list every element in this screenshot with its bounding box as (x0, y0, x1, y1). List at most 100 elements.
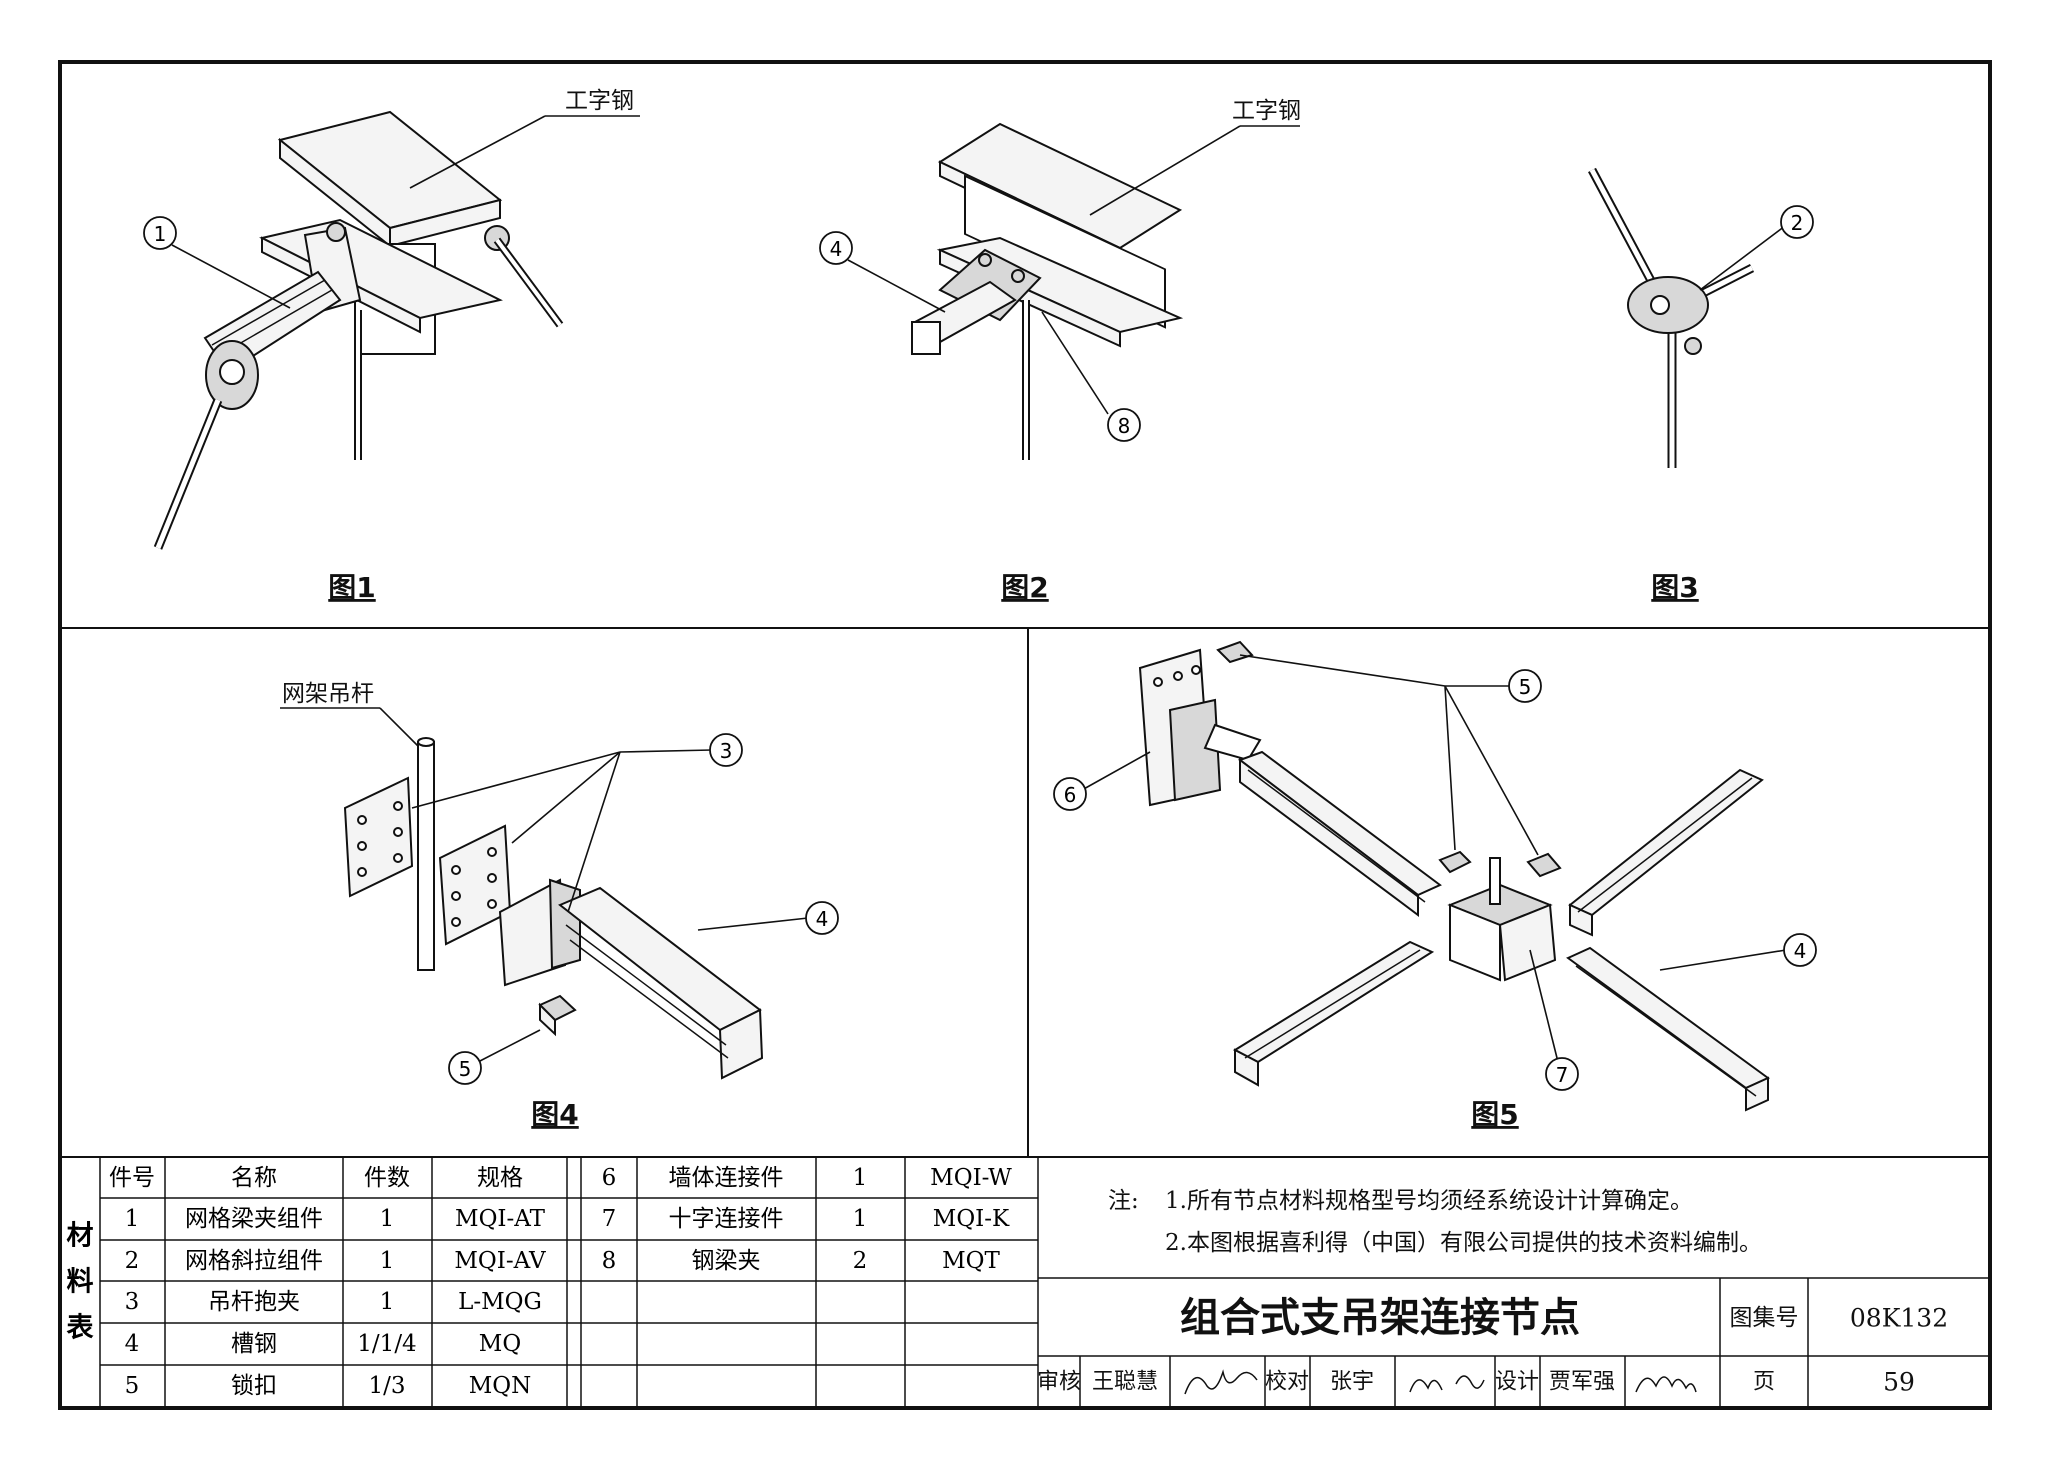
figure-3: 2 图3 (1588, 167, 1814, 604)
svg-text:墙体连接件: 墙体连接件 (669, 1165, 784, 1191)
svg-text:槽钢: 槽钢 (231, 1331, 277, 1357)
designer-name: 贾军强 (1549, 1370, 1615, 1395)
fig2-beam-label: 工字钢 (1232, 98, 1301, 124)
header-spec: 规格 (477, 1165, 523, 1191)
callout-2: 2 (1780, 205, 1814, 239)
reviewer-name: 王聪慧 (1092, 1370, 1158, 1395)
header-name: 名称 (231, 1165, 277, 1191)
table-row: 4 槽钢 1/1/4 MQ (125, 1331, 522, 1357)
svg-text:十字连接件: 十字连接件 (669, 1206, 784, 1232)
side-title-2: 料 (67, 1267, 94, 1298)
notes-prefix: 注: (1108, 1188, 1139, 1214)
checker-name: 张宇 (1330, 1370, 1374, 1395)
table-row: 1 网格梁夹组件 1 MQI-AT (125, 1206, 546, 1232)
table-row: 7 十字连接件 1 MQI-K (602, 1206, 1010, 1232)
svg-text:MQI-AT: MQI-AT (455, 1206, 546, 1232)
svg-text:5: 5 (459, 1057, 472, 1081)
drawing-title: 组合式支吊架连接节点 (1180, 1295, 1580, 1341)
figure-1: 工字钢 1 图1 (143, 88, 640, 604)
callout-4c: 4 (1783, 933, 1817, 967)
svg-text:1: 1 (380, 1289, 395, 1315)
svg-text:1: 1 (853, 1206, 868, 1232)
svg-text:1/1/4: 1/1/4 (357, 1331, 416, 1357)
svg-text:MQI-AV: MQI-AV (454, 1248, 546, 1274)
page-number: 59 (1883, 1368, 1915, 1397)
figure-4: 网架吊杆 3 4 5 图4 (280, 681, 839, 1131)
header-qty: 件数 (364, 1165, 410, 1191)
svg-text:2: 2 (125, 1248, 140, 1274)
svg-text:网格梁夹组件: 网格梁夹组件 (185, 1206, 323, 1232)
svg-text:2: 2 (1791, 211, 1804, 235)
fig1-label: 图1 (328, 571, 375, 604)
fig3-label: 图3 (1651, 571, 1698, 604)
svg-text:锁扣: 锁扣 (231, 1373, 277, 1399)
svg-text:5: 5 (125, 1373, 140, 1399)
callout-5: 5 (448, 1051, 482, 1085)
svg-text:MQI-W: MQI-W (930, 1165, 1012, 1191)
svg-text:7: 7 (602, 1206, 617, 1232)
svg-text:4: 4 (1794, 939, 1807, 963)
svg-text:7: 7 (1556, 1063, 1569, 1087)
svg-text:MQN: MQN (469, 1373, 532, 1399)
svg-text:5: 5 (1519, 675, 1532, 699)
svg-text:钢梁夹: 钢梁夹 (692, 1248, 761, 1274)
callout-6: 6 (1053, 777, 1087, 811)
callout-5b: 5 (1508, 669, 1542, 703)
svg-text:4: 4 (125, 1331, 140, 1357)
svg-text:1/3: 1/3 (368, 1373, 405, 1399)
table-row: 6 墙体连接件 1 MQI-W (602, 1165, 1012, 1191)
designer-signature (1635, 1376, 1697, 1393)
callout-4: 4 (819, 231, 853, 265)
check-label: 校对 (1265, 1370, 1309, 1395)
svg-text:4: 4 (816, 907, 829, 931)
fig4-label: 图4 (531, 1098, 578, 1131)
svg-text:3: 3 (720, 739, 733, 763)
reviewer-signature (1184, 1369, 1258, 1395)
svg-text:网格斜拉组件: 网格斜拉组件 (185, 1248, 323, 1274)
checker-signature (1409, 1375, 1485, 1393)
svg-text:6: 6 (602, 1165, 617, 1191)
svg-text:6: 6 (1064, 783, 1077, 807)
table-row: 3 吊杆抱夹 1 L-MQG (125, 1289, 542, 1315)
callout-4b: 4 (805, 901, 839, 935)
svg-text:1: 1 (380, 1206, 395, 1232)
fig4-rod-label: 网架吊杆 (282, 681, 374, 707)
note-1: 1.所有节点材料规格型号均须经系统设计计算确定。 (1165, 1188, 1693, 1214)
figure-2: 工字钢 4 8 图2 (819, 98, 1301, 604)
svg-text:L-MQG: L-MQG (458, 1289, 542, 1315)
table-row: 2 网格斜拉组件 1 MQI-AV (125, 1248, 546, 1274)
svg-text:3: 3 (125, 1289, 140, 1315)
header-no: 件号 (109, 1165, 155, 1191)
fig1-beam-label: 工字钢 (565, 88, 634, 114)
fig5-label: 图5 (1471, 1098, 1518, 1131)
svg-text:8: 8 (602, 1248, 617, 1274)
design-label: 设计 (1495, 1370, 1539, 1395)
svg-text:1: 1 (125, 1206, 140, 1232)
callout-3: 3 (709, 733, 743, 767)
svg-text:吊杆抱夹: 吊杆抱夹 (208, 1289, 300, 1315)
callout-8: 8 (1107, 408, 1141, 442)
atlas-label: 图集号 (1730, 1305, 1799, 1331)
figure-5: 5 6 4 7 图5 (1053, 640, 1817, 1131)
svg-text:1: 1 (380, 1248, 395, 1274)
callout-7: 7 (1545, 1057, 1579, 1091)
page-label: 页 (1753, 1370, 1775, 1395)
table-row: 5 锁扣 1/3 MQN (125, 1373, 532, 1399)
side-title-1: 材 (67, 1221, 94, 1252)
svg-text:2: 2 (853, 1248, 868, 1274)
callout-1: 1 (143, 216, 177, 250)
atlas-number: 08K132 (1850, 1304, 1948, 1333)
svg-text:1: 1 (853, 1165, 868, 1191)
review-label: 审核 (1037, 1370, 1081, 1395)
note-2: 2.本图根据喜利得（中国）有限公司提供的技术资料编制。 (1165, 1230, 1762, 1256)
svg-text:4: 4 (830, 237, 843, 261)
notes: 注: 1.所有节点材料规格型号均须经系统设计计算确定。 2.本图根据喜利得（中国… (1108, 1188, 1762, 1256)
svg-text:1: 1 (154, 222, 167, 246)
svg-text:MQI-K: MQI-K (933, 1206, 1010, 1232)
title-block: 组合式支吊架连接节点 图集号 08K132 审核 王聪慧 校对 张宇 设计 贾军… (1037, 1277, 1990, 1408)
svg-text:MQ: MQ (479, 1331, 521, 1357)
svg-text:8: 8 (1118, 414, 1131, 438)
